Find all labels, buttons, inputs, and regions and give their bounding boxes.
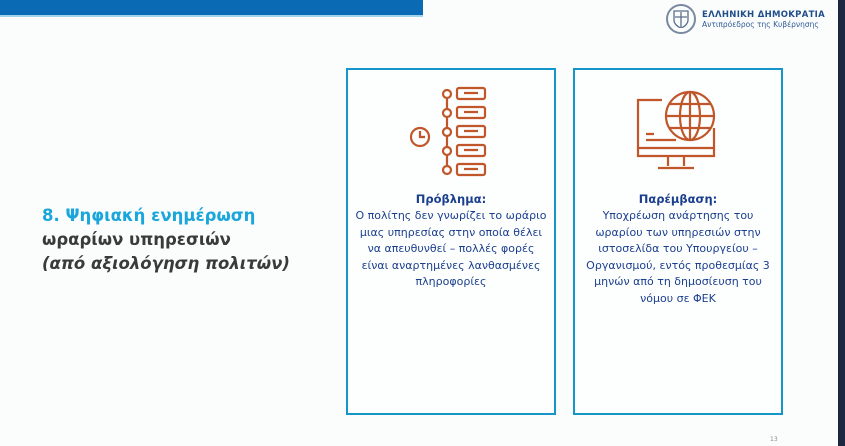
coat-of-arms-icon (666, 4, 696, 34)
office-name: Αντιπρόεδρος της Κυβέρνησης (702, 19, 819, 29)
title-line-1: 8. Ψηφιακή ενημέρωση (42, 206, 256, 225)
title-line-3: (από αξιολόγηση πολιτών) (42, 254, 290, 273)
government-logo: ΕΛΛΗΝΙΚΗ ΔΗΜΟΚΡΑΤΙΑ Αντιπρόεδρος της Κυβ… (666, 4, 825, 34)
problem-card: Πρόβλημα: Ο πολίτης δεν γνωρίζει το ωράρ… (346, 68, 556, 415)
problem-heading: Πρόβλημα: (415, 192, 487, 206)
computer-globe-icon (632, 86, 724, 182)
problem-text: Ο πολίτης δεν γνωρίζει το ωράριο μιας υπ… (355, 209, 547, 288)
intervention-card: Παρέμβαση: Υποχρέωση ανάρτησης του ωραρί… (573, 68, 783, 415)
page-number: 13 (770, 436, 778, 443)
top-banner-line (0, 15, 423, 17)
title-line-2: ωραρίων υπηρεσιών (42, 230, 231, 249)
slide-title: 8. Ψηφιακή ενημέρωση ωραρίων υπηρεσιών (… (42, 204, 290, 276)
screen-edge (838, 0, 845, 446)
intervention-heading: Παρέμβαση: (638, 192, 718, 206)
schedule-list-icon (406, 86, 496, 182)
intervention-text: Υποχρέωση ανάρτησης του ωραρίου των υπηρ… (586, 209, 770, 305)
org-name: ΕΛΛΗΝΙΚΗ ΔΗΜΟΚΡΑΤΙΑ (702, 9, 826, 20)
top-banner (0, 0, 423, 15)
